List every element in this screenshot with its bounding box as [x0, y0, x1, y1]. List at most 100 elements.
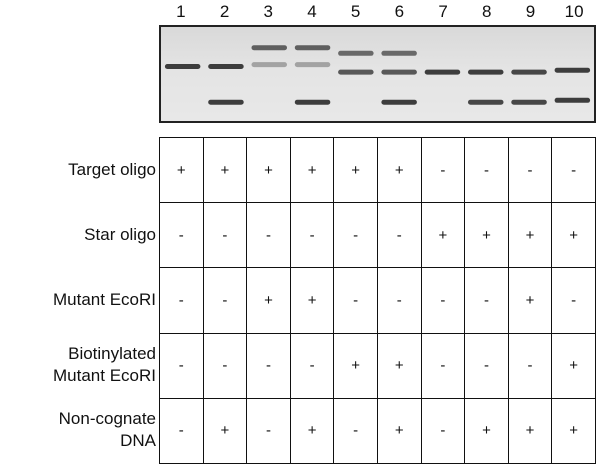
condition-cell: + [507, 267, 553, 334]
gel-band-lane-6-3 [381, 99, 417, 105]
condition-cell: - [246, 332, 291, 399]
row-label-3: Mutant EcoRI [53, 289, 156, 311]
condition-cell: + [159, 136, 204, 204]
condition-cell: - [333, 267, 378, 334]
condition-cell: - [246, 397, 291, 464]
gel-band-lane-7-1 [424, 69, 461, 75]
lane-number-4: 4 [307, 2, 317, 21]
gel-band-lane-5-2 [338, 69, 374, 75]
row-label-line: Mutant EcoRI [53, 290, 156, 309]
condition-cell: + [202, 397, 248, 464]
condition-cell: + [376, 136, 422, 204]
gel-band-lane-9-2 [511, 99, 547, 105]
condition-table: ++++++----------++++--++----+-----++---+… [159, 136, 596, 464]
lane-number-2: 2 [219, 2, 230, 21]
lane-number-10: 10 [564, 2, 584, 21]
lane-number-1: 1 [176, 2, 186, 21]
condition-cell: - [420, 267, 466, 334]
condition-cell: + [246, 267, 291, 334]
gel-band-lane-4-3 [294, 99, 331, 105]
condition-cell: - [464, 136, 509, 204]
condition-cell: + [376, 397, 422, 464]
condition-row-4: ----++---+ [159, 332, 596, 399]
lane-number-9: 9 [525, 2, 536, 21]
condition-cell: - [289, 202, 335, 269]
gel-band-lane-9-1 [511, 69, 547, 75]
condition-cell: - [202, 202, 248, 269]
lane-number-row: 1 2 3 4 5 6 7 8 9 10 [0, 0, 601, 26]
condition-cell: - [464, 267, 509, 334]
lane-number-7: 7 [438, 2, 448, 21]
row-label-line: Target oligo [68, 159, 156, 179]
condition-cell: + [376, 332, 422, 399]
condition-row-1: ++++++---- [159, 136, 596, 204]
condition-cell: + [551, 332, 596, 399]
lane-number-5: 5 [350, 2, 361, 21]
row-label-line: Mutant EcoRI [53, 366, 156, 386]
condition-row-5: -+-+-+-+++ [159, 397, 596, 464]
condition-cell: - [289, 332, 335, 399]
condition-row-2: ------++++ [159, 202, 596, 269]
condition-cell: - [202, 332, 248, 399]
gel-band-lane-4-1 [294, 45, 331, 51]
lane-number-8: 8 [482, 2, 492, 21]
condition-cell: + [464, 202, 509, 269]
gel-bands-canvas [164, 45, 591, 105]
condition-cell: + [464, 397, 509, 464]
condition-cell: - [420, 136, 466, 204]
condition-cell: + [551, 202, 596, 269]
condition-cell: + [246, 136, 291, 204]
condition-cell: + [420, 202, 466, 269]
gel-band-lane-2-1 [208, 64, 244, 69]
condition-cell: + [202, 136, 248, 204]
lane-number-6: 6 [394, 2, 405, 21]
condition-cell: - [159, 202, 204, 269]
condition-cell: - [159, 267, 204, 334]
gel-band-lane-8-2 [468, 99, 504, 105]
row-label-1: Target oligo [68, 159, 156, 181]
condition-cell: + [507, 397, 553, 464]
condition-cell: + [333, 332, 378, 399]
condition-cell: - [551, 136, 596, 204]
gel-band-lane-3-1 [251, 45, 287, 51]
condition-cell: + [551, 397, 596, 464]
condition-cell: - [159, 397, 204, 464]
condition-cell: - [507, 332, 553, 399]
condition-cell: - [376, 267, 422, 334]
row-label-2: Star oligo [84, 224, 156, 246]
condition-cell: + [289, 397, 335, 464]
gel-band-lane-5-1 [338, 50, 374, 56]
condition-cell: - [507, 136, 553, 204]
gel-band-lane-6-2 [381, 69, 417, 75]
gel-band-lane-8-1 [468, 69, 504, 75]
gel-band-lane-3-2 [251, 62, 287, 68]
condition-cell: - [246, 202, 291, 269]
gel-band-lane-10-2 [554, 97, 591, 103]
condition-cell: - [464, 332, 509, 399]
condition-cell: + [289, 136, 335, 204]
gel-band-lane-10-1 [554, 67, 591, 73]
condition-cell: - [420, 397, 466, 464]
condition-cell: - [376, 202, 422, 269]
gel-band-lane-1-1 [164, 64, 201, 69]
condition-cell: - [333, 202, 378, 269]
gel-band-lane-4-2 [294, 62, 331, 68]
condition-cell: + [289, 267, 335, 334]
condition-cell: - [333, 397, 378, 464]
row-label-line: Biotinylated [68, 344, 156, 364]
condition-cell: + [507, 202, 553, 269]
row-label-line: DNA [120, 431, 156, 451]
lane-number-3: 3 [263, 2, 273, 21]
condition-cell: + [333, 136, 378, 204]
gel-band-lane-6-1 [381, 50, 417, 56]
gel-image [159, 25, 596, 123]
gel-band-lane-2-2 [208, 99, 244, 105]
condition-cell: - [551, 267, 596, 334]
condition-cell: - [202, 267, 248, 334]
condition-cell: - [420, 332, 466, 399]
row-label-line: Star oligo [84, 224, 156, 244]
row-label-line: Non-cognate [58, 409, 156, 429]
condition-cell: - [159, 332, 204, 399]
